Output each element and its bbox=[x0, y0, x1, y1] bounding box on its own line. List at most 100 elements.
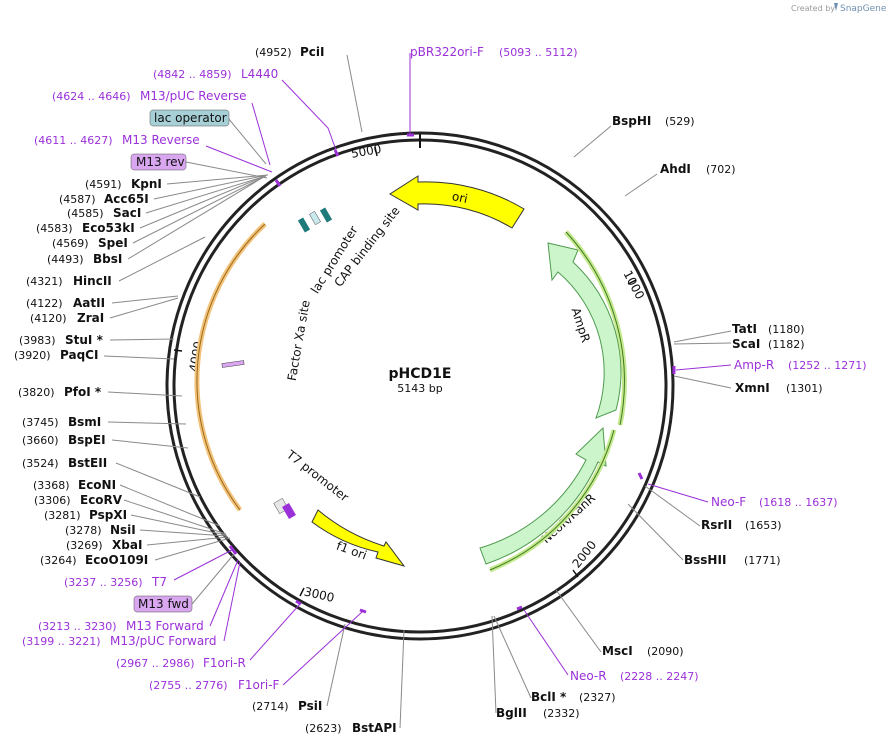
svg-text:Acc65I: Acc65I bbox=[104, 192, 149, 206]
site-label-nsii[interactable]: (3278)NsiI bbox=[65, 523, 136, 537]
site-label-bsteii[interactable]: (3524)BstEII bbox=[22, 456, 107, 470]
svg-text:BbsI: BbsI bbox=[93, 252, 122, 266]
site-label-econi[interactable]: (3368)EcoNI bbox=[33, 478, 116, 492]
svg-text:(3306): (3306) bbox=[34, 494, 71, 507]
primer-label-f1ori-r[interactable]: (2967 .. 2986)F1ori-R bbox=[116, 656, 246, 670]
svg-text:(1252 .. 1271): (1252 .. 1271) bbox=[788, 359, 867, 372]
site-label-ecorv[interactable]: (3306)EcoRV bbox=[34, 493, 123, 507]
svg-text:(4585): (4585) bbox=[67, 207, 104, 220]
site-label-tati[interactable]: TatI (1180) bbox=[732, 322, 805, 336]
primer-marks bbox=[228, 133, 676, 614]
feature-ampr[interactable] bbox=[547, 242, 622, 419]
svg-text:(2327): (2327) bbox=[579, 691, 616, 704]
site-label-xbai[interactable]: (3269)XbaI bbox=[66, 538, 142, 552]
svg-text:Eco53kI: Eco53kI bbox=[82, 221, 135, 235]
svg-text:BclI *: BclI * bbox=[531, 690, 567, 704]
primer-label-neo-f[interactable]: Neo-F(1618 .. 1637) bbox=[711, 495, 838, 509]
site-label-bsshii[interactable]: BssHII(1771) bbox=[684, 553, 781, 567]
site-label-ecoo109i[interactable]: (3264)EcoO109I bbox=[40, 553, 148, 567]
badge-lac-operator[interactable]: lac operator bbox=[149, 109, 230, 127]
primer-label-m13-reverse[interactable]: (4611 .. 4627)M13 Reverse bbox=[34, 133, 200, 147]
svg-text:AhdI: AhdI bbox=[660, 162, 691, 176]
site-label-stui[interactable]: (3983)StuI * bbox=[19, 333, 104, 347]
svg-text:XmnI: XmnI bbox=[735, 381, 770, 395]
svg-text:(2714): (2714) bbox=[252, 700, 289, 713]
site-label-pcii[interactable]: (4952)PciI bbox=[255, 45, 325, 59]
site-label-msci[interactable]: MscI(2090) bbox=[602, 644, 684, 658]
site-label-psii[interactable]: (2714)PsiI bbox=[252, 699, 322, 713]
primer-label-m13-forward[interactable]: (3213 .. 3230)M13 Forward bbox=[38, 619, 204, 633]
feature-neor-kanr[interactable] bbox=[479, 426, 607, 565]
site-label-aatii[interactable]: (4122)AatII bbox=[26, 296, 105, 310]
feature-label-t7-promoter: T7 promoter bbox=[283, 447, 351, 505]
site-label-spei[interactable]: (4569)SpeI bbox=[52, 236, 128, 250]
svg-text:BspHI: BspHI bbox=[612, 114, 651, 128]
primer-label-l4440[interactable]: (4842 .. 4859) L4440 bbox=[153, 67, 278, 81]
site-label-paqci[interactable]: (3920)PaqCI bbox=[14, 348, 98, 362]
plasmid-size: 5143 bp bbox=[397, 382, 442, 395]
svg-text:F1ori-F: F1ori-F bbox=[238, 678, 279, 692]
svg-text:(4587): (4587) bbox=[59, 193, 96, 206]
svg-text:Neo-R: Neo-R bbox=[570, 669, 607, 683]
primer-label-pbr322ori-f[interactable]: pBR322ori-F(5093 .. 5112) bbox=[410, 45, 578, 59]
svg-text:(1180): (1180) bbox=[768, 323, 805, 336]
svg-text:L4440: L4440 bbox=[241, 67, 278, 81]
svg-text:(702): (702) bbox=[706, 163, 736, 176]
svg-text:(4952): (4952) bbox=[255, 46, 292, 59]
primer-label-neo-r[interactable]: Neo-R (2228 .. 2247) bbox=[570, 669, 699, 683]
tick-label-2000: 2000 bbox=[569, 538, 599, 571]
primer-label-t7[interactable]: (3237 .. 3256)T7 bbox=[64, 575, 167, 589]
svg-text:(4842 .. 4859): (4842 .. 4859) bbox=[153, 68, 232, 81]
feature-ori[interactable] bbox=[389, 175, 525, 229]
site-label-bglii[interactable]: BglII(2332) bbox=[496, 706, 580, 720]
svg-text:PspXI: PspXI bbox=[89, 508, 127, 522]
site-label-bcli[interactable]: BclI * (2327) bbox=[531, 690, 616, 704]
svg-text:(3745): (3745) bbox=[22, 416, 59, 429]
svg-text:pBR322ori-F: pBR322ori-F bbox=[410, 45, 484, 59]
feature-f1-ori[interactable] bbox=[311, 509, 406, 567]
svg-text:(2755 .. 2776): (2755 .. 2776) bbox=[149, 679, 228, 692]
badge-m13-rev[interactable]: M13 rev bbox=[130, 153, 187, 171]
site-label-zrai[interactable]: (4120)ZraI bbox=[30, 311, 104, 325]
site-label-bstapi[interactable]: (2623)BstAPI bbox=[305, 721, 397, 735]
svg-text:HincII: HincII bbox=[73, 274, 112, 288]
site-label-bsmi[interactable]: (3745)BsmI bbox=[22, 415, 101, 429]
site-label-hincii[interactable]: (4321)HincII bbox=[26, 274, 112, 288]
feature-label-ori: ori bbox=[451, 189, 469, 206]
site-label-pfoi[interactable]: (3820)PfoI * bbox=[18, 385, 102, 399]
site-label-acc65i[interactable]: (4587) Acc65I bbox=[59, 192, 149, 206]
svg-text:(3820): (3820) bbox=[18, 386, 55, 399]
site-label-rsrii[interactable]: RsrII(1653) bbox=[701, 518, 782, 532]
site-label-bsphi[interactable]: BspHI(529) bbox=[612, 114, 695, 128]
svg-text:SacI: SacI bbox=[113, 206, 141, 220]
primer-label-f1ori-f[interactable]: (2755 .. 2776) F1ori-F bbox=[149, 678, 279, 692]
site-label-saci[interactable]: (4585) SacI bbox=[67, 206, 141, 220]
primer-label-amp-r[interactable]: Amp-R (1252 .. 1271) bbox=[734, 358, 867, 372]
svg-text:EcoNI: EcoNI bbox=[78, 478, 116, 492]
site-label-bbsi[interactable]: (4493)BbsI bbox=[47, 252, 122, 266]
svg-text:(2228 .. 2247): (2228 .. 2247) bbox=[620, 670, 699, 683]
svg-text:RsrII: RsrII bbox=[701, 518, 732, 532]
svg-text:(3213 .. 3230): (3213 .. 3230) bbox=[38, 620, 117, 633]
site-label-bspei[interactable]: (3660)BspEI bbox=[22, 433, 106, 447]
svg-text:TatI: TatI bbox=[732, 322, 757, 336]
primer-label-m13-puc-reverse[interactable]: (4624 .. 4646)M13/pUC Reverse bbox=[52, 89, 247, 103]
site-label-ahdi[interactable]: AhdI (702) bbox=[660, 162, 736, 176]
site-label-xmni[interactable]: XmnI(1301) bbox=[735, 381, 823, 395]
site-label-pspxi[interactable]: (3281)PspXI bbox=[44, 508, 127, 522]
svg-text:(3278): (3278) bbox=[65, 524, 102, 537]
primer-label-m13-puc-forward[interactable]: (3199 .. 3221)M13/pUC Forward bbox=[22, 634, 217, 648]
svg-text:Amp-R: Amp-R bbox=[734, 358, 774, 372]
svg-text:(3199 .. 3221): (3199 .. 3221) bbox=[22, 635, 101, 648]
site-label-eco53ki[interactable]: (4583)Eco53kI bbox=[36, 221, 135, 235]
site-label-scai[interactable]: ScaI(1182) bbox=[732, 337, 805, 351]
badge-m13-fwd[interactable]: M13 fwd bbox=[133, 595, 193, 613]
svg-text:(4569): (4569) bbox=[52, 237, 89, 250]
svg-text:ScaI: ScaI bbox=[732, 337, 760, 351]
svg-text:(4122): (4122) bbox=[26, 297, 63, 310]
plasmid-name: pHCD1E bbox=[389, 366, 452, 382]
svg-text:Neo-F: Neo-F bbox=[711, 495, 746, 509]
site-label-kpni[interactable]: (4591)KpnI bbox=[85, 177, 162, 191]
svg-text:(4624 .. 4646): (4624 .. 4646) bbox=[52, 90, 131, 103]
